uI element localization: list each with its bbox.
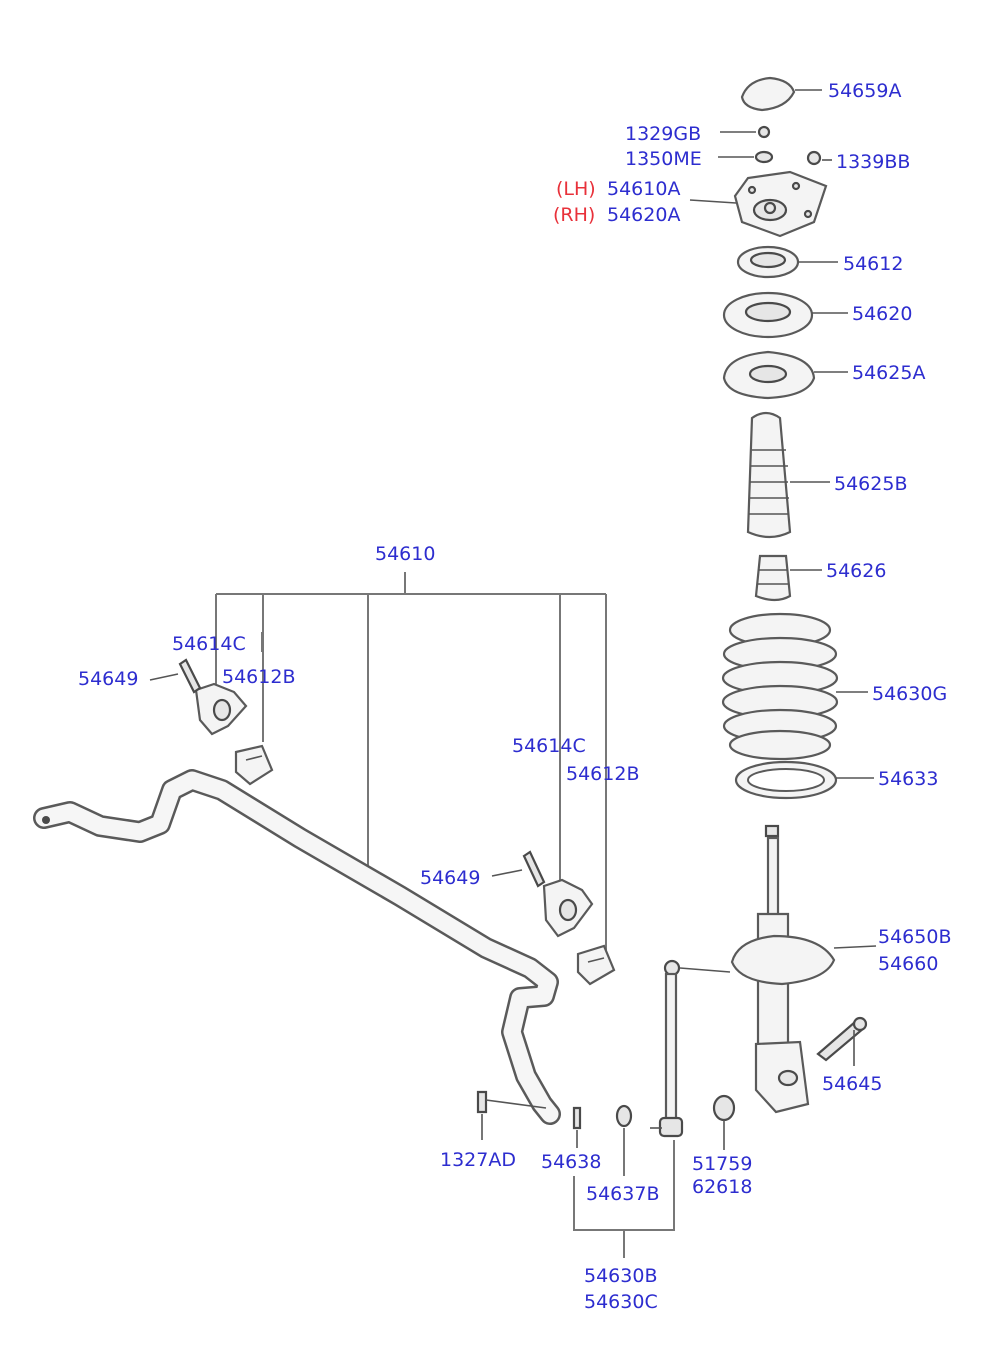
label-bolt-r: 54649 — [420, 867, 480, 889]
label-lh-part: 54610A — [607, 178, 680, 200]
strut-mount-assembly[interactable] — [689, 170, 828, 238]
label-stab-bar: 54610 — [375, 543, 435, 565]
label-washer: 1350ME — [625, 148, 702, 170]
label-seat-pad: 54625A — [852, 362, 925, 384]
label-bolt-l: 54649 — [78, 668, 138, 690]
label-link-a: 54630B — [584, 1265, 657, 1287]
label-bolt-right: 1339BB — [836, 151, 910, 173]
stabilizer-bushing-right[interactable] — [542, 878, 594, 938]
flange-nut[interactable] — [712, 1094, 736, 1150]
strut-assembly[interactable] — [730, 824, 877, 1114]
bar-end-bolt[interactable] — [476, 1090, 547, 1140]
strut-cap[interactable] — [740, 76, 822, 112]
mount-bolt[interactable] — [806, 150, 832, 166]
label-link-nut: 54638 — [541, 1151, 601, 1173]
washer[interactable] — [718, 150, 774, 164]
stabilizer-clamp-right[interactable] — [576, 944, 616, 986]
spring-seat-pad[interactable] — [722, 350, 848, 400]
stabilizer-bushing-left[interactable] — [194, 628, 248, 736]
coil-spring[interactable] — [721, 612, 868, 761]
stabilizer-link[interactable] — [650, 959, 731, 1138]
stabilizer-bar[interactable] — [33, 769, 561, 1125]
label-nut-small: 1329GB — [625, 123, 701, 145]
label-clamp-r: 54612B — [566, 763, 639, 785]
label-clamp-l: 54612B — [222, 666, 295, 688]
label-strut-a: 54650B — [878, 926, 951, 948]
label-nut-b: 51759 — [692, 1153, 752, 1175]
label-cap: 54659A — [828, 80, 901, 102]
label-bushing-r: 54614C — [512, 735, 586, 757]
upper-spring-seat[interactable] — [722, 291, 848, 339]
label-rh-prefix: (RH) — [553, 204, 595, 226]
stabilizer-clamp-left[interactable] — [234, 744, 274, 786]
label-bearing: 54612 — [843, 253, 903, 275]
link-washer[interactable] — [615, 1104, 633, 1176]
lower-spring-pad[interactable] — [734, 760, 874, 800]
link-bracket-lines — [573, 1140, 675, 1258]
label-dust-cover: 54625B — [834, 473, 907, 495]
label-bolt-bottom: 1327AD — [440, 1149, 516, 1171]
label-link-b: 54630C — [584, 1291, 658, 1313]
label-lh-prefix: (LH) — [556, 178, 596, 200]
label-spring: 54630G — [872, 683, 947, 705]
label-bracket-bolt: 54645 — [822, 1073, 882, 1095]
stabilizer-bolt-left[interactable] — [149, 658, 202, 694]
dust-cover[interactable] — [746, 411, 830, 539]
label-nut-c: 62618 — [692, 1176, 752, 1198]
bump-stop[interactable] — [754, 554, 822, 602]
small-nut[interactable] — [720, 125, 771, 139]
label-bumper: 54626 — [826, 560, 886, 582]
label-seat-upper: 54620 — [852, 303, 912, 325]
link-nut[interactable] — [572, 1106, 582, 1148]
stabilizer-bracket-lines — [215, 572, 607, 950]
strut-bracket-bolt[interactable] — [816, 1016, 868, 1066]
strut-bearing[interactable] — [736, 245, 838, 279]
label-rh-part: 54620A — [607, 204, 680, 226]
stabilizer-bolt-right[interactable] — [491, 850, 546, 888]
label-strut-b: 54660 — [878, 953, 938, 975]
label-bushing-l: 54614C — [172, 633, 246, 655]
label-link-wash: 54637B — [586, 1183, 659, 1205]
label-spring-pad: 54633 — [878, 768, 938, 790]
